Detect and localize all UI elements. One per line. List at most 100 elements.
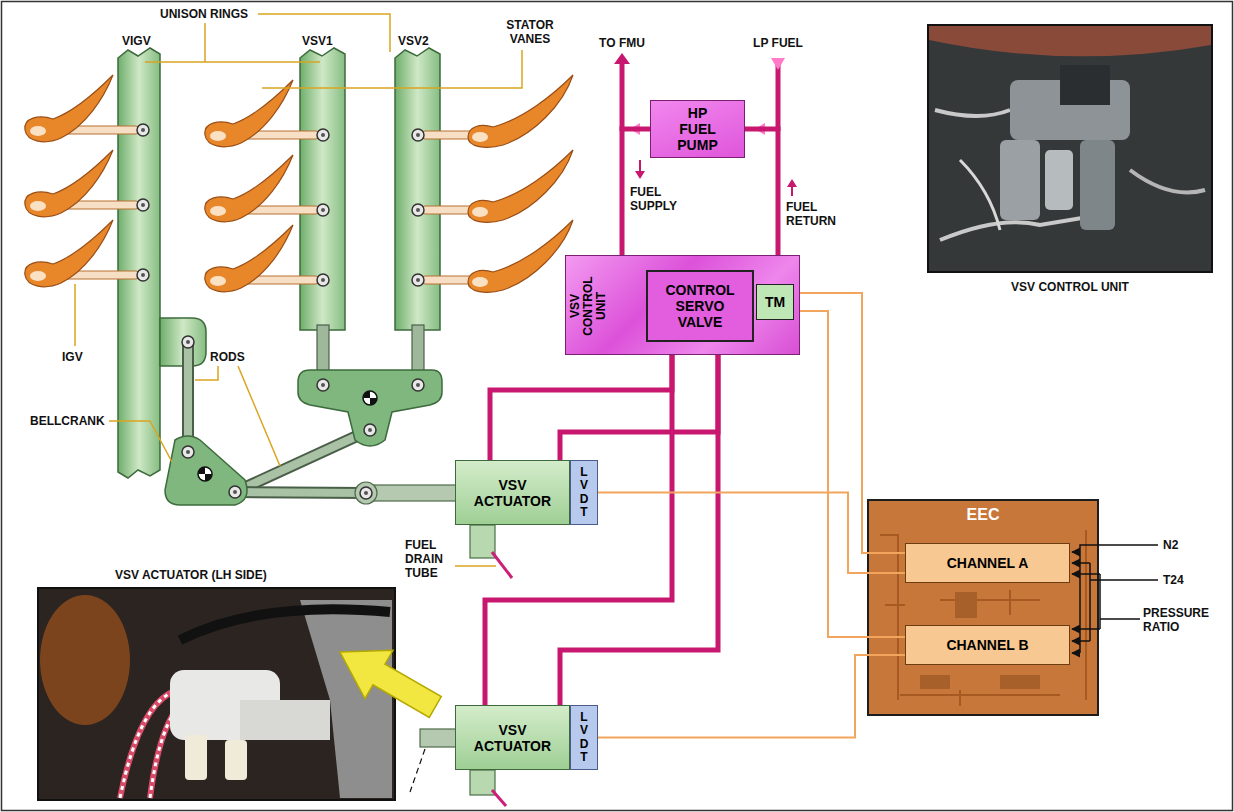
drain-tubes	[492, 552, 512, 578]
stator-vanes	[25, 150, 139, 217]
vane-pins	[317, 129, 329, 141]
eec-unit: EEC CHANNEL A CHANNEL B	[868, 500, 1098, 715]
part-label: STATOR VANES	[500, 18, 560, 46]
control-unit-photo	[1045, 150, 1073, 210]
leader-lines	[145, 61, 320, 63]
vane-pins	[412, 274, 424, 286]
channel-box: CHANNEL A	[905, 543, 1070, 583]
control-unit-photo	[1060, 65, 1110, 105]
node-text: CONTROL SERVO VALVE	[654, 282, 746, 330]
node-text: VSV CONTROL UNIT	[569, 273, 608, 339]
eec-board	[880, 530, 1086, 706]
fuel-pipes	[635, 171, 645, 179]
actuator-photo	[120, 690, 178, 798]
part-label: TO FMU	[592, 36, 652, 50]
node-text: LVDT	[578, 466, 590, 519]
part-label: VIGV	[122, 34, 151, 48]
actuator-photo	[225, 740, 247, 780]
eec-board	[868, 500, 1098, 715]
unison-rings	[395, 48, 440, 330]
actuator-photo	[120, 690, 178, 798]
node-text: TM	[765, 294, 785, 310]
leader-lines	[238, 366, 280, 466]
leader-lines	[195, 366, 218, 380]
actuator-photo	[240, 700, 330, 740]
part-label: FUEL RETURN	[786, 200, 848, 228]
leader-lines	[258, 14, 390, 52]
stator-vanes	[422, 75, 573, 147]
vane-pins	[412, 129, 424, 141]
bellcrank	[182, 446, 194, 458]
vane-pins	[137, 199, 149, 211]
fuel-pipes	[771, 58, 785, 70]
signal-wire	[794, 311, 905, 637]
sensor-inputs	[1072, 640, 1090, 642]
linkage-rods	[235, 492, 366, 493]
sensor-inputs	[1072, 545, 1158, 653]
stator-vanes	[205, 225, 319, 292]
fuel-pipes	[620, 62, 625, 131]
linkage-rods	[235, 492, 366, 493]
vane-pins	[137, 124, 424, 286]
part-label: LP FUEL	[748, 36, 808, 50]
node-text: CHANNEL B	[946, 637, 1028, 653]
sensor-inputs	[1072, 562, 1090, 564]
actuator-rods	[420, 729, 456, 747]
vane-pins	[317, 204, 329, 216]
eec-board	[955, 592, 977, 618]
lvdt-box: LVDT	[570, 705, 598, 770]
part-label: T24	[1163, 573, 1184, 587]
node-text: HP FUEL PUMP	[672, 105, 724, 153]
channel-box: CHANNEL B	[905, 625, 1070, 665]
node-text: EEC	[868, 506, 1098, 524]
node-text: VSV ACTUATOR	[470, 722, 556, 754]
pointer-arrow	[326, 628, 449, 731]
fuel-pipe	[560, 355, 718, 460]
drain-tubes	[492, 790, 506, 806]
stator-vanes	[422, 150, 573, 222]
actuator-rods	[410, 749, 425, 792]
actuator-box: VSV ACTUATOR	[455, 705, 570, 770]
stator-vanes	[422, 220, 573, 292]
control-unit-photo	[960, 160, 1000, 230]
control-unit-photo	[929, 26, 1211, 56]
torque-motor-box: TM	[756, 284, 794, 320]
actuator-photo	[38, 588, 395, 800]
actuator-rods	[360, 487, 372, 499]
signal-wire	[598, 655, 905, 738]
vane-pins	[137, 269, 149, 281]
control-unit-photo	[1000, 140, 1040, 220]
fuel-pipe	[560, 355, 718, 705]
vane-pins	[137, 124, 149, 136]
signal-wire	[794, 293, 905, 553]
leader-lines	[109, 421, 172, 462]
bellcrank	[165, 336, 247, 505]
actuator-photo	[300, 600, 392, 798]
part-label: FUEL SUPPLY	[630, 185, 685, 213]
bellcrank	[165, 436, 247, 505]
actuator-photo	[185, 735, 207, 780]
part-label: UNISON RINGS	[160, 7, 248, 21]
eec-board	[920, 675, 950, 689]
lvdt-box: LVDT	[570, 460, 598, 525]
fuel-pipes	[791, 186, 793, 196]
control-unit-box: VSV CONTROL UNIT CONTROL SERVO VALVE TM	[565, 255, 800, 355]
linkage-rods	[235, 430, 370, 492]
sensor-inputs	[1080, 545, 1158, 653]
stator-vanes	[205, 155, 319, 222]
actuator-box: VSV ACTUATOR	[455, 460, 570, 525]
part-label: RODS	[210, 350, 245, 364]
fuel-pipe	[745, 129, 778, 255]
part-label: VSV1	[302, 34, 333, 48]
sensor-inputs	[1072, 652, 1080, 654]
pointer-arrow	[326, 628, 449, 731]
leader-lines	[262, 50, 522, 88]
lever	[298, 370, 442, 446]
stator-vanes	[25, 75, 139, 142]
control-unit-photo	[935, 110, 1010, 116]
part-label: FUEL DRAIN TUBE	[405, 538, 455, 580]
